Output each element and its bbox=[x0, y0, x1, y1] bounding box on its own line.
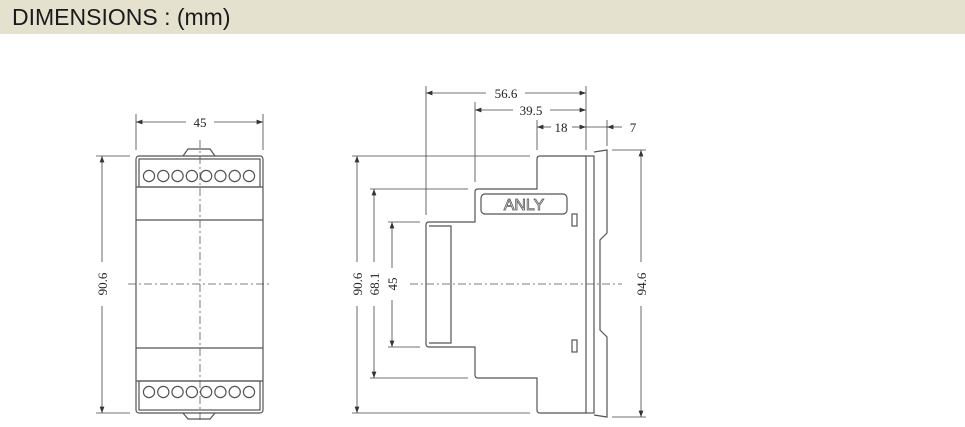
dim-depth-56-6: 56.6 bbox=[495, 86, 518, 101]
side-view: ANLY 56.6 39.5 18 7 90.6 6 bbox=[350, 86, 649, 418]
terminal-row-top bbox=[142, 169, 256, 183]
terminal-screw bbox=[157, 169, 170, 183]
terminal-screw bbox=[142, 169, 156, 183]
dim-height-45: 45 bbox=[385, 278, 400, 291]
dim-rail-7: 7 bbox=[630, 120, 637, 135]
terminal-screw bbox=[214, 169, 227, 183]
dim-depth-39-5: 39.5 bbox=[520, 103, 543, 118]
terminal-screw bbox=[228, 169, 241, 183]
dim-height-94-6: 94.6 bbox=[634, 272, 649, 295]
terminal-screw bbox=[214, 385, 227, 399]
terminal-screw bbox=[242, 169, 256, 183]
brand-plate bbox=[480, 193, 568, 215]
terminal-screw bbox=[228, 385, 241, 399]
dim-height-90-6-side: 90.6 bbox=[350, 272, 365, 295]
terminal-screw bbox=[171, 169, 184, 183]
terminal-screw bbox=[171, 385, 184, 399]
front-body bbox=[135, 155, 264, 414]
side-body bbox=[425, 155, 586, 414]
terminal-screw bbox=[142, 385, 156, 399]
terminal-screw bbox=[199, 385, 213, 399]
front-view: 45 90.6 bbox=[95, 114, 272, 422]
page-title: DIMENSIONS : (mm) bbox=[12, 4, 231, 30]
din-rail-clip bbox=[593, 149, 608, 418]
dim-width-45: 45 bbox=[194, 115, 207, 130]
header-bar: DIMENSIONS : (mm) bbox=[0, 0, 965, 34]
dim-height-90-6: 90.6 bbox=[95, 272, 110, 295]
dim-height-68-1: 68.1 bbox=[367, 273, 382, 296]
terminal-screw bbox=[199, 169, 213, 183]
terminal-screw bbox=[242, 385, 256, 399]
terminal-row-bottom bbox=[142, 385, 256, 399]
brand-label: ANLY bbox=[504, 197, 545, 214]
terminal-screw bbox=[157, 385, 170, 399]
terminal-screw bbox=[185, 385, 199, 399]
dim-depth-18: 18 bbox=[555, 120, 568, 135]
terminal-screw bbox=[185, 169, 199, 183]
